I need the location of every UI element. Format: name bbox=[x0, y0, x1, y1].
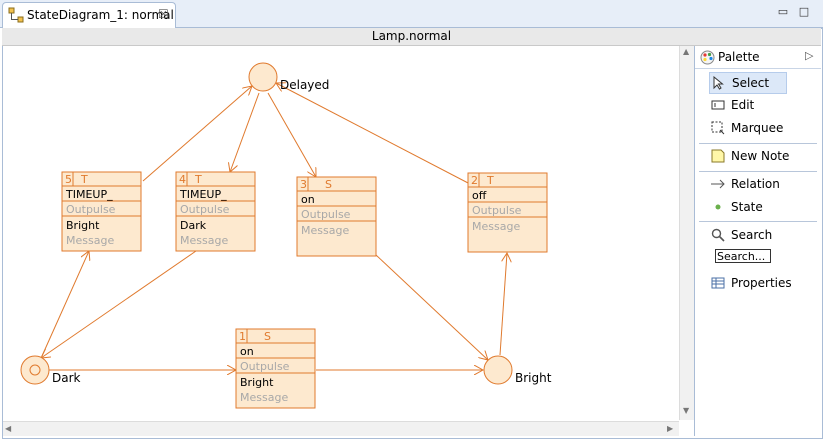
palette-title: Palette bbox=[718, 50, 760, 64]
search-icon bbox=[711, 228, 725, 242]
transition-number: 4 bbox=[179, 173, 186, 186]
minimize-icon[interactable]: ▭ bbox=[777, 5, 789, 18]
search-input[interactable]: Search... bbox=[715, 249, 771, 263]
outpulse-label: Outpulse bbox=[180, 203, 230, 216]
state-dot-icon bbox=[715, 204, 721, 210]
state-label: Bright bbox=[515, 371, 552, 385]
palette-tool-state[interactable]: State bbox=[709, 197, 785, 217]
message-label: Message bbox=[240, 391, 288, 404]
tab-title: StateDiagram_1: normal bbox=[27, 8, 174, 22]
transition-number: 1 bbox=[239, 330, 246, 343]
palette-icon bbox=[700, 50, 715, 65]
scroll-left-icon[interactable]: ◀ bbox=[5, 424, 12, 433]
palette-tool-search[interactable]: Search bbox=[709, 225, 785, 245]
marquee-icon bbox=[711, 121, 725, 135]
horizontal-scrollbar[interactable]: ◀ ▶ bbox=[3, 421, 679, 436]
transition-number: 2 bbox=[471, 174, 478, 187]
edit-icon bbox=[711, 100, 725, 110]
palette-item-label: Select bbox=[732, 76, 770, 90]
message-label: Message bbox=[180, 234, 228, 247]
outpulse-label: Outpulse bbox=[472, 204, 522, 217]
transition-kind: S bbox=[325, 178, 332, 191]
palette-tool-select[interactable]: Select bbox=[709, 72, 787, 94]
relation-lines bbox=[41, 83, 507, 370]
relation-line bbox=[41, 251, 89, 357]
state-label: Dark bbox=[52, 371, 81, 385]
scroll-down-icon[interactable]: ▼ bbox=[683, 406, 690, 415]
transition-kind: T bbox=[80, 173, 88, 186]
relation-line bbox=[267, 92, 316, 177]
palette-item-label: Search bbox=[731, 228, 773, 242]
scroll-up-icon[interactable]: ▲ bbox=[683, 47, 690, 56]
transition-box-4[interactable]: 4 T TIMEUP_ Outpulse Dark Message bbox=[175, 171, 256, 252]
outpulse-label: Outpulse bbox=[301, 208, 351, 221]
state-diagram-icon bbox=[8, 7, 24, 23]
transition-number: 5 bbox=[65, 173, 72, 186]
relation-line bbox=[41, 250, 197, 358]
state-label: Delayed bbox=[280, 78, 329, 92]
close-icon[interactable]: ☒ bbox=[158, 7, 169, 21]
properties-icon bbox=[711, 277, 725, 289]
palette-tool-marquee[interactable]: Marquee bbox=[709, 118, 785, 138]
transition-kind: T bbox=[194, 173, 202, 186]
transition-trigger: on bbox=[301, 193, 315, 206]
message-label: Message bbox=[472, 220, 520, 233]
relation-line bbox=[499, 253, 507, 356]
relation-line bbox=[142, 86, 252, 182]
transition-kind: T bbox=[486, 174, 494, 187]
palette-header[interactable]: Palette ▷ bbox=[695, 46, 821, 69]
outpulse-label: Outpulse bbox=[66, 203, 116, 216]
state-dark[interactable]: Dark bbox=[20, 355, 81, 385]
palette-collapse-icon[interactable]: ▷ bbox=[805, 49, 814, 62]
relation-line bbox=[375, 254, 488, 360]
relation-line bbox=[230, 92, 260, 172]
palette-tool-edit[interactable]: Edit bbox=[709, 95, 785, 115]
palette-separator bbox=[699, 221, 817, 222]
transition-box-3[interactable]: 3 S on Outpulse Message bbox=[296, 176, 377, 257]
canvas-title: Lamp.normal bbox=[2, 28, 821, 46]
state-diagram-canvas[interactable]: Delayed Dark Bright 5 T TIMEUP_ Outpulse… bbox=[3, 46, 679, 420]
transition-number: 3 bbox=[300, 178, 307, 191]
palette-item-label: Edit bbox=[731, 98, 755, 112]
vertical-scrollbar[interactable]: ▲ ▼ bbox=[679, 46, 694, 420]
palette-item-label: Marquee bbox=[731, 121, 784, 135]
arrow-right-icon bbox=[711, 179, 725, 189]
transition-trigger: TIMEUP_ bbox=[179, 188, 227, 201]
transition-trigger: on bbox=[240, 345, 254, 358]
transition-box-1[interactable]: 1 S on Outpulse Bright Message bbox=[235, 328, 316, 409]
state-delayed[interactable]: Delayed bbox=[248, 62, 329, 92]
editor-tab-bar: StateDiagram_1: normal ☒ ▭ □ bbox=[0, 0, 823, 28]
palette-panel: Palette ▷ Select Edit Marquee New Note R… bbox=[694, 46, 821, 436]
palette-separator bbox=[699, 143, 817, 144]
palette-tool-new-note[interactable]: New Note bbox=[709, 146, 789, 166]
message-label: Message bbox=[66, 234, 114, 247]
note-icon bbox=[711, 149, 725, 163]
maximize-icon[interactable]: □ bbox=[798, 5, 810, 18]
transition-box-5[interactable]: 5 T TIMEUP_ Outpulse Bright Message bbox=[61, 171, 142, 252]
message-label: Message bbox=[301, 224, 349, 237]
palette-tool-properties[interactable]: Properties bbox=[709, 273, 792, 293]
transition-box-2[interactable]: 2 T off Outpulse Message bbox=[467, 172, 548, 253]
palette-item-label: Properties bbox=[731, 276, 792, 290]
pointer-icon bbox=[713, 76, 724, 90]
transition-kind: S bbox=[264, 330, 271, 343]
palette-tool-relation[interactable]: Relation bbox=[709, 174, 785, 194]
transition-trigger: TIMEUP_ bbox=[65, 188, 113, 201]
scroll-right-icon[interactable]: ▶ bbox=[667, 424, 674, 433]
palette-separator bbox=[699, 171, 817, 172]
state-bright[interactable]: Bright bbox=[483, 355, 552, 385]
palette-item-label: New Note bbox=[731, 149, 790, 163]
transition-trigger: off bbox=[472, 189, 487, 202]
transition-target: Bright bbox=[240, 376, 274, 389]
transition-target: Bright bbox=[66, 219, 100, 232]
relation-line bbox=[276, 83, 471, 185]
tab-state-diagram[interactable]: StateDiagram_1: normal ☒ bbox=[2, 2, 176, 28]
palette-item-label: Relation bbox=[731, 177, 780, 191]
outpulse-label: Outpulse bbox=[240, 360, 290, 373]
transition-target: Dark bbox=[180, 219, 207, 232]
palette-item-label: State bbox=[731, 200, 763, 214]
